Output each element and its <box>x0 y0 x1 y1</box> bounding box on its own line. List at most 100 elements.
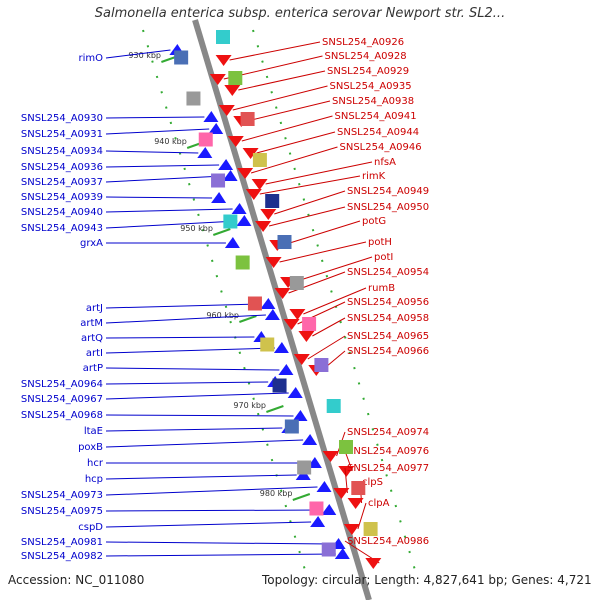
gene-label-right: nfsA <box>374 157 396 168</box>
gene-arrow-right <box>224 85 241 96</box>
gene-feature-block <box>284 419 299 434</box>
gene-label-right: SNSL254_A0966 <box>347 346 429 357</box>
gene-label-left: ltaE <box>84 426 103 437</box>
gene-arrow-left <box>260 298 276 309</box>
gene-label-left: SNSL254_A0982 <box>21 551 103 562</box>
gene-arrow-right <box>237 168 254 179</box>
gene-feature-block <box>174 50 189 65</box>
kbp-marker-label: 980 kbp <box>260 489 293 498</box>
gene-label-right: SNSL254_A0977 <box>347 463 429 474</box>
gene-leader-left <box>105 196 213 199</box>
gene-leader-left <box>105 367 280 371</box>
gene-leader-left <box>105 336 255 339</box>
gene-label-left: SNSL254_A0973 <box>21 490 103 501</box>
gene-label-left: artM <box>80 318 103 329</box>
gene-arrow-right <box>274 288 291 299</box>
gene-arrow-left <box>222 170 238 181</box>
gene-feature-block <box>198 132 213 147</box>
gene-leader-left <box>105 486 318 496</box>
gene-feature-block <box>277 235 292 249</box>
gene-feature-block <box>297 460 312 475</box>
gene-leader-left <box>105 392 289 400</box>
gene-arrow-right <box>293 354 310 365</box>
gene-label-left: poxB <box>78 442 103 453</box>
gene-feature-block <box>289 276 304 290</box>
gene-arrow-right <box>283 319 300 330</box>
gene-leader-left <box>105 208 233 213</box>
gene-label-right: potG <box>362 216 386 227</box>
gene-leader-right <box>274 190 346 215</box>
kbp-marker-label: 940 kbp <box>154 137 187 146</box>
gene-arrow-right <box>242 148 259 159</box>
gene-feature-block <box>321 542 336 557</box>
kbp-tick <box>292 493 311 501</box>
genome-backbone <box>192 19 372 600</box>
gene-leader-left <box>105 347 275 354</box>
gene-label-left: artJ <box>86 303 103 314</box>
gene-label-left: SNSL254_A0937 <box>21 177 103 188</box>
gene-leader-left <box>105 220 238 229</box>
gene-label-left: SNSL254_A0975 <box>21 506 103 517</box>
gene-leader-right <box>303 287 367 315</box>
gene-arrow-right <box>338 466 355 477</box>
gene-label-right: SNSL254_A0965 <box>347 331 429 342</box>
gene-feature-block <box>240 112 255 126</box>
gene-leader-right <box>241 115 333 142</box>
gene-leader-left <box>105 49 171 59</box>
gene-feature-block <box>247 296 262 311</box>
gene-label-right: SNSL254_A0958 <box>347 313 429 324</box>
gene-label-right: SNSL254_A0949 <box>347 186 429 197</box>
gene-arrow-right <box>347 498 364 509</box>
gene-leader-right <box>307 335 346 360</box>
gene-arrow-left <box>316 481 332 492</box>
gene-leader-right <box>293 256 373 283</box>
gene-label-right: SNSL254_A0944 <box>337 127 419 138</box>
gene-arrow-left <box>264 309 280 320</box>
gene-label-left: SNSL254_A0981 <box>21 537 103 548</box>
gene-leader-right <box>283 220 361 246</box>
gene-arrow-left <box>218 159 234 170</box>
gene-arrow-right <box>251 179 268 190</box>
gene-leader-left <box>105 128 210 135</box>
gene-feature-block <box>216 30 230 44</box>
gene-leader-right <box>259 175 361 195</box>
gene-leader-left <box>105 509 323 512</box>
kbp-marker-label: 960 kbp <box>206 311 239 320</box>
gene-label-right: potH <box>368 237 392 248</box>
gene-label-right: SNSL254_A0938 <box>332 96 414 107</box>
gene-label-right: SNSL254_A0976 <box>347 446 429 457</box>
gene-leader-left <box>105 381 269 385</box>
gene-leader-right <box>238 70 326 91</box>
gene-label-right: SNSL254_A0928 <box>325 51 407 62</box>
gene-arrow-left <box>208 123 224 134</box>
gene-label-left: SNSL254_A0968 <box>21 410 103 421</box>
gene-label-right: SNSL254_A0929 <box>327 66 409 77</box>
gene-feature-block <box>235 255 250 270</box>
gene-label-left: SNSL254_A0936 <box>21 162 103 173</box>
gene-leader-left <box>105 474 297 480</box>
gene-leader-left <box>105 521 312 528</box>
gene-feature-block <box>314 358 329 372</box>
kbp-marker-label: 950 kbp <box>180 224 213 233</box>
accession-label: Accession: NC_011080 <box>8 573 145 587</box>
kbp-tick <box>239 315 257 323</box>
gene-arrow-left <box>292 410 308 421</box>
gene-label-left: artQ <box>81 333 103 344</box>
gene-label-right: rimK <box>362 171 386 182</box>
gene-leader-left <box>105 164 220 168</box>
gene-arrow-left <box>302 434 318 445</box>
genome-title: Salmonella enterica subsp. enterica sero… <box>94 6 506 21</box>
kbp-marker-label: 970 kbp <box>233 401 266 410</box>
gene-feature-block <box>339 440 353 454</box>
gene-label-right: potI <box>374 252 393 263</box>
gene-label-left: hcp <box>85 474 103 485</box>
gene-arrow-right <box>365 558 382 569</box>
gene-arrow-left <box>273 342 289 353</box>
gene-arrow-left <box>310 516 326 527</box>
gene-leader-left <box>105 303 262 309</box>
kbp-tick <box>212 228 231 236</box>
gene-feature-block <box>363 522 378 536</box>
gene-leader-right <box>256 131 336 154</box>
gene-label-left: artI <box>86 348 103 359</box>
